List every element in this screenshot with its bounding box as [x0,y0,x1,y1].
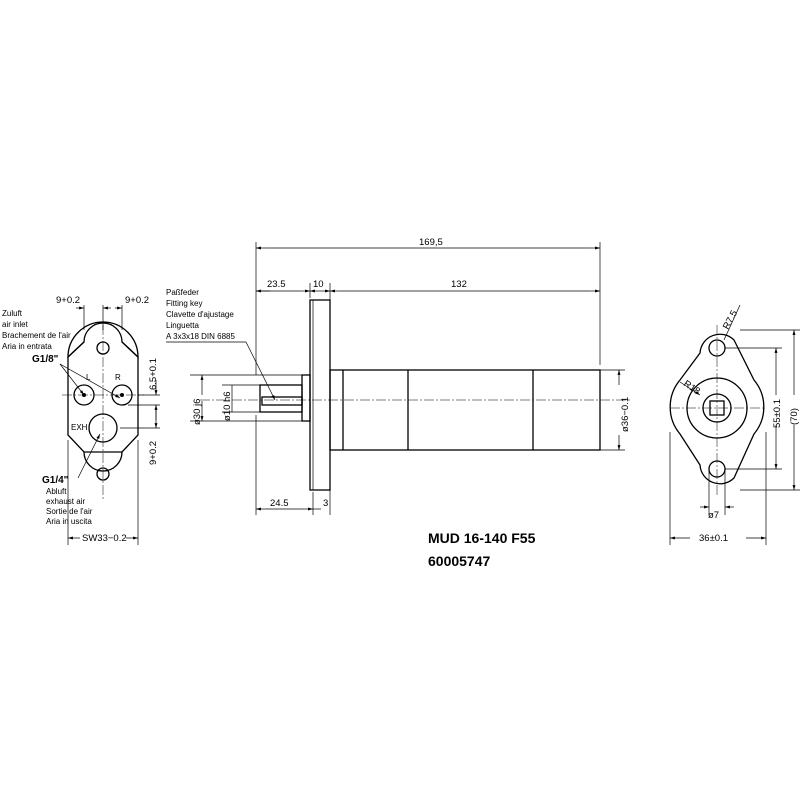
exhaust-label-3: Sortie de l'air [46,507,93,516]
dim-total-height: (70) [789,408,800,425]
port-exh-label: EXH [71,423,88,432]
dim-bottom-left: 24.5 [270,498,289,509]
dim-right-hole: 9+0.2 [125,295,149,306]
left-bottom-hole [96,467,110,481]
supply-label-2: air inlet [2,320,29,329]
dim-right-vertical: 6.5+0.1 [148,358,159,390]
port-l-label: L [86,373,91,382]
key-note-3: Clavette d'ajustage [166,310,234,319]
dim-lower-vertical: 9+0.2 [148,441,159,465]
supply-label-1: Zuluft [2,309,23,318]
fitting-key [261,396,303,406]
right-view: R7.5 R18 55±0.1 (70) ø7 36±0.1 [669,304,800,545]
middle-view: 169,5 23.5 10 132 24.5 3 ø30 j6 ø10 h6 [166,237,631,569]
dim-total-length: 169,5 [419,237,443,248]
exhaust-label-2: exhaust air [46,497,85,506]
port-r-label: R [115,373,121,382]
model-title: MUD 16-140 F55 [428,530,536,546]
dim-width: 36±0.1 [699,533,728,544]
exhaust-label-1: Abluft [46,487,67,496]
key-note-2: Fitting key [166,299,202,308]
dim-shaft-dia: ø10 h6 [222,391,233,421]
supply-label-3: Brachement de l'air [2,331,71,340]
part-number: 60005747 [428,553,491,569]
exhaust-thread-label: G1/4" [42,475,69,486]
supply-label-4: Aria in entrata [2,342,52,351]
dim-bottom-width: SW33−0.2 [82,533,127,544]
left-view: L R EXH 9+0.2 9+0.2 6.5+0.1 9+0.2 SW33−0… [2,295,160,545]
dim-left-hole: 9+0.2 [56,295,80,306]
key-note-4: Linguetta [166,321,199,330]
key-note-1: Paßfeder [166,288,199,297]
dim-flange: 10 [313,279,324,290]
dim-front: 23.5 [267,279,286,290]
right-flange-outline [669,333,765,485]
exhaust-label-4: Aria in uscita [46,517,92,526]
pilot [301,374,311,422]
dim-hole-spacing: 55±0.1 [772,399,783,428]
left-flange-outline [67,321,139,359]
output-shaft [259,384,303,413]
supply-thread-label: G1/8" [32,354,59,365]
dim-bottom-right: 3 [323,498,328,509]
body [329,369,601,451]
dim-pilot-dia: ø30 j6 [192,399,203,425]
dim-hole-dia: ø7 [708,510,719,521]
key-note-5: A 3x3x18 DIN 6885 [166,332,235,341]
left-body-outline [67,341,139,453]
dim-body-dia: ø36−0.1 [620,397,631,432]
dim-shaft: 132 [451,279,467,290]
